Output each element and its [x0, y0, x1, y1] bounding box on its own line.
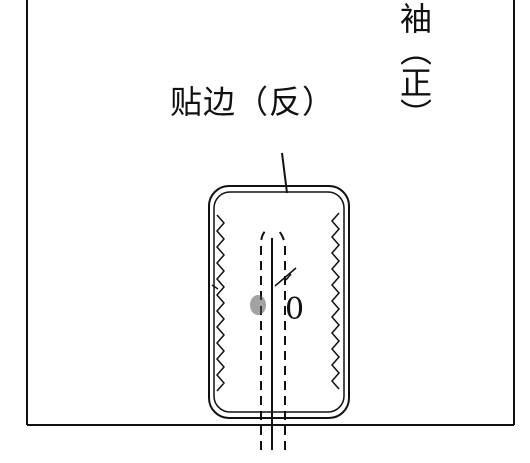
stitch-line-left: [260, 228, 269, 450]
stitch-lines: [260, 228, 286, 450]
right-zigzag-edge: [331, 212, 340, 390]
measurement-label: 0: [285, 292, 305, 327]
measurement-tick-2: [285, 273, 292, 281]
measurement-tick: [274, 267, 297, 287]
facing-inner-outline: [213, 191, 345, 413]
smudge-mark: [250, 295, 266, 315]
sleeve-label: 袖（正）: [395, 2, 433, 130]
facing-outer-outline: [208, 185, 350, 419]
facing-label: 贴边（反）: [170, 83, 336, 121]
sleeve-frame: [26, 0, 515, 426]
stitch-line-right: [275, 228, 286, 450]
left-zigzag-edge: [216, 214, 225, 392]
left-edge-notch: [211, 284, 219, 290]
